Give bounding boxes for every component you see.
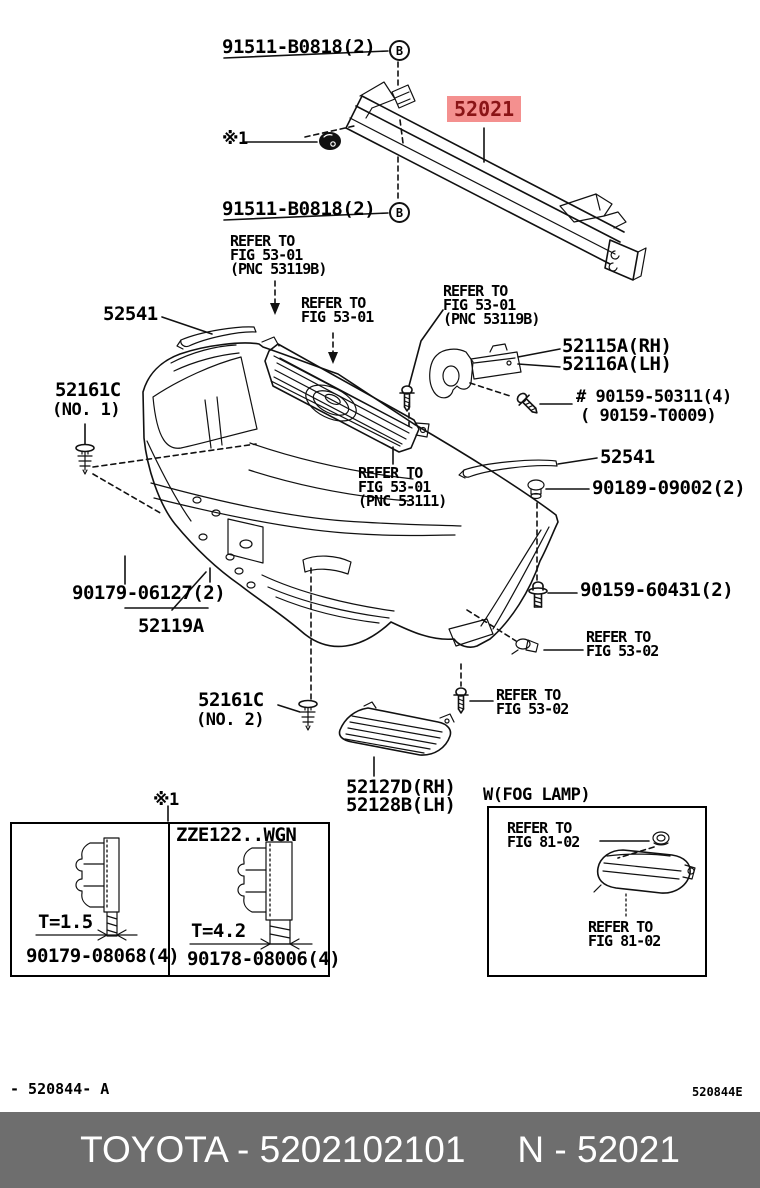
nut-drawing <box>319 132 341 150</box>
refer-note-5302-lower: REFER TO FIG 53-02 <box>496 686 569 718</box>
callout-90189-09002[interactable]: 90189-09002(2) <box>592 477 746 499</box>
callout-52541-left[interactable]: 52541 <box>103 303 158 325</box>
inset-variant-label: ZZE122..WGN <box>176 824 297 846</box>
callout-52128b[interactable]: 52128B(LH) <box>346 794 456 816</box>
note-ref-top: ※1 <box>222 129 248 149</box>
arrowhead <box>270 303 280 315</box>
refer-note-5301-right: REFER TO FIG 53-01 (PNC 53119B) <box>443 282 540 328</box>
bumper-cover-drawing <box>142 342 559 648</box>
arrowhead <box>328 352 338 364</box>
inset-fog-drawing <box>593 831 696 918</box>
highlighted-part-52021[interactable]: 52021 <box>447 96 522 122</box>
callout-91511-lower[interactable]: 91511-B0818(2) <box>222 198 376 220</box>
callout-90159-t0009[interactable]: ( 90159-T0009) <box>580 406 717 426</box>
inset-fog-box <box>487 806 707 977</box>
inset-thickness-t42: T=4.2 <box>191 920 246 942</box>
inset-thickness-t15: T=1.5 <box>38 911 93 933</box>
fog-grille-drawing <box>338 701 455 756</box>
callout-52161c-no2[interactable]: 52161C <box>198 689 264 711</box>
callout-52161c-no1-note: (NO. 1) <box>52 400 121 420</box>
inset-nuts-box <box>10 822 330 977</box>
reinforcement-bar-drawing <box>345 81 647 281</box>
inset-nuts-divider <box>168 822 170 975</box>
diagram-line-art <box>35 50 696 950</box>
callout-52115a[interactable]: 52115A(RH) <box>562 335 672 357</box>
callout-52127d[interactable]: 52127D(RH) <box>346 776 456 798</box>
refer-note-5302-upper: REFER TO FIG 53-02 <box>586 628 659 660</box>
molding-left-drawing <box>176 326 257 350</box>
callout-90159-50311[interactable]: # 90159-50311(4) <box>576 387 732 407</box>
footer-part-number: N - 52021 <box>517 1129 680 1170</box>
refer-note-5301-center: REFER TO FIG 53-01 <box>301 294 374 326</box>
molding-right-drawing <box>458 459 558 479</box>
refer-note-5301-pnc53111: REFER TO FIG 53-01 (PNC 53111) <box>358 464 447 510</box>
doc-code-left: - 520844- A <box>10 1080 110 1098</box>
fastener-symbol-b-upper: B <box>389 40 410 61</box>
callout-52116a[interactable]: 52116A(LH) <box>562 353 672 375</box>
callout-90179-08068[interactable]: 90179-08068(4) <box>26 945 180 967</box>
callout-52161c-no2-note: (NO. 2) <box>196 710 265 730</box>
side-support-drawing <box>429 343 522 399</box>
note-ref-bottom: ※1 <box>153 790 179 810</box>
callout-52161c-no1[interactable]: 52161C <box>55 379 121 401</box>
footer-catalog-code: TOYOTA - 5202102101 <box>80 1129 466 1170</box>
footer-part-bar: TOYOTA - 5202102101 N - 52021 <box>0 1112 760 1188</box>
refer-note-5301-left: REFER TO FIG 53-01 (PNC 53119B) <box>230 232 327 278</box>
callout-52541-right[interactable]: 52541 <box>600 446 655 468</box>
refer-note-8102-lower: REFER TO FIG 81-02 <box>588 918 661 950</box>
fastener-symbol-b-lower: B <box>389 202 410 223</box>
callout-91511-upper[interactable]: 91511-B0818(2) <box>222 36 376 58</box>
dashed-lines <box>92 61 655 859</box>
callout-90159-60431[interactable]: 90159-60431(2) <box>580 579 734 601</box>
doc-code-right: 520844E <box>692 1085 743 1099</box>
fog-lamp-box-header: W(FOG LAMP) <box>483 785 591 805</box>
inset-nuts-drawing <box>35 837 313 950</box>
leader-lines <box>84 50 650 842</box>
callout-90179-06127[interactable]: 90179-06127(2) <box>72 582 226 604</box>
callout-52119a[interactable]: 52119A <box>138 615 204 637</box>
fastener-glyphs <box>75 385 548 731</box>
refer-note-8102-upper: REFER TO FIG 81-02 <box>507 819 580 851</box>
callout-90178-08006[interactable]: 90178-08006(4) <box>187 948 341 970</box>
